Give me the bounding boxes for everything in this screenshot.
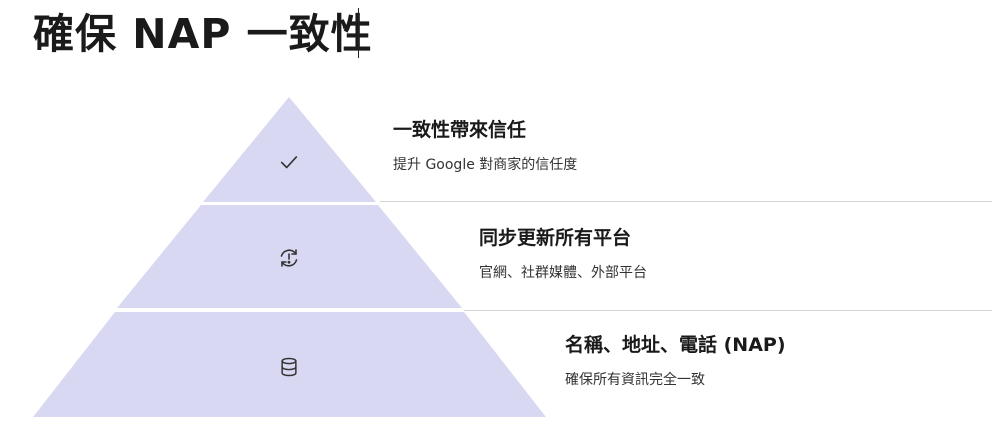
check-icon [275,148,303,176]
tier-2-text: 同步更新所有平台 官網、社群媒體、外部平台 [479,225,647,283]
tier-3-title: 名稱、地址、電話 (NAP) [565,334,786,356]
text-cursor [358,8,359,58]
tier-1-title: 一致性帶來信任 [393,119,527,141]
slide-title: 確保 NAP 一致性 [33,10,373,58]
tier-1-description: 提升 Google 對商家的信任度 [393,157,578,173]
tier-3-description: 確保所有資訊完全一致 [565,372,705,388]
tier-3-text: 名稱、地址、電話 (NAP) 確保所有資訊完全一致 [565,332,786,390]
tier-divider [380,201,992,202]
tier-2-description: 官網、社群媒體、外部平台 [479,265,647,281]
tier-1-text: 一致性帶來信任 提升 Google 對商家的信任度 [393,117,577,175]
pyramid-tier-top [203,97,376,202]
pyramid-tier-bottom [33,312,546,417]
database-icon [275,353,303,381]
tier-2-title: 同步更新所有平台 [479,227,632,249]
sync-alert-icon [275,244,303,272]
tier-divider [464,310,992,311]
